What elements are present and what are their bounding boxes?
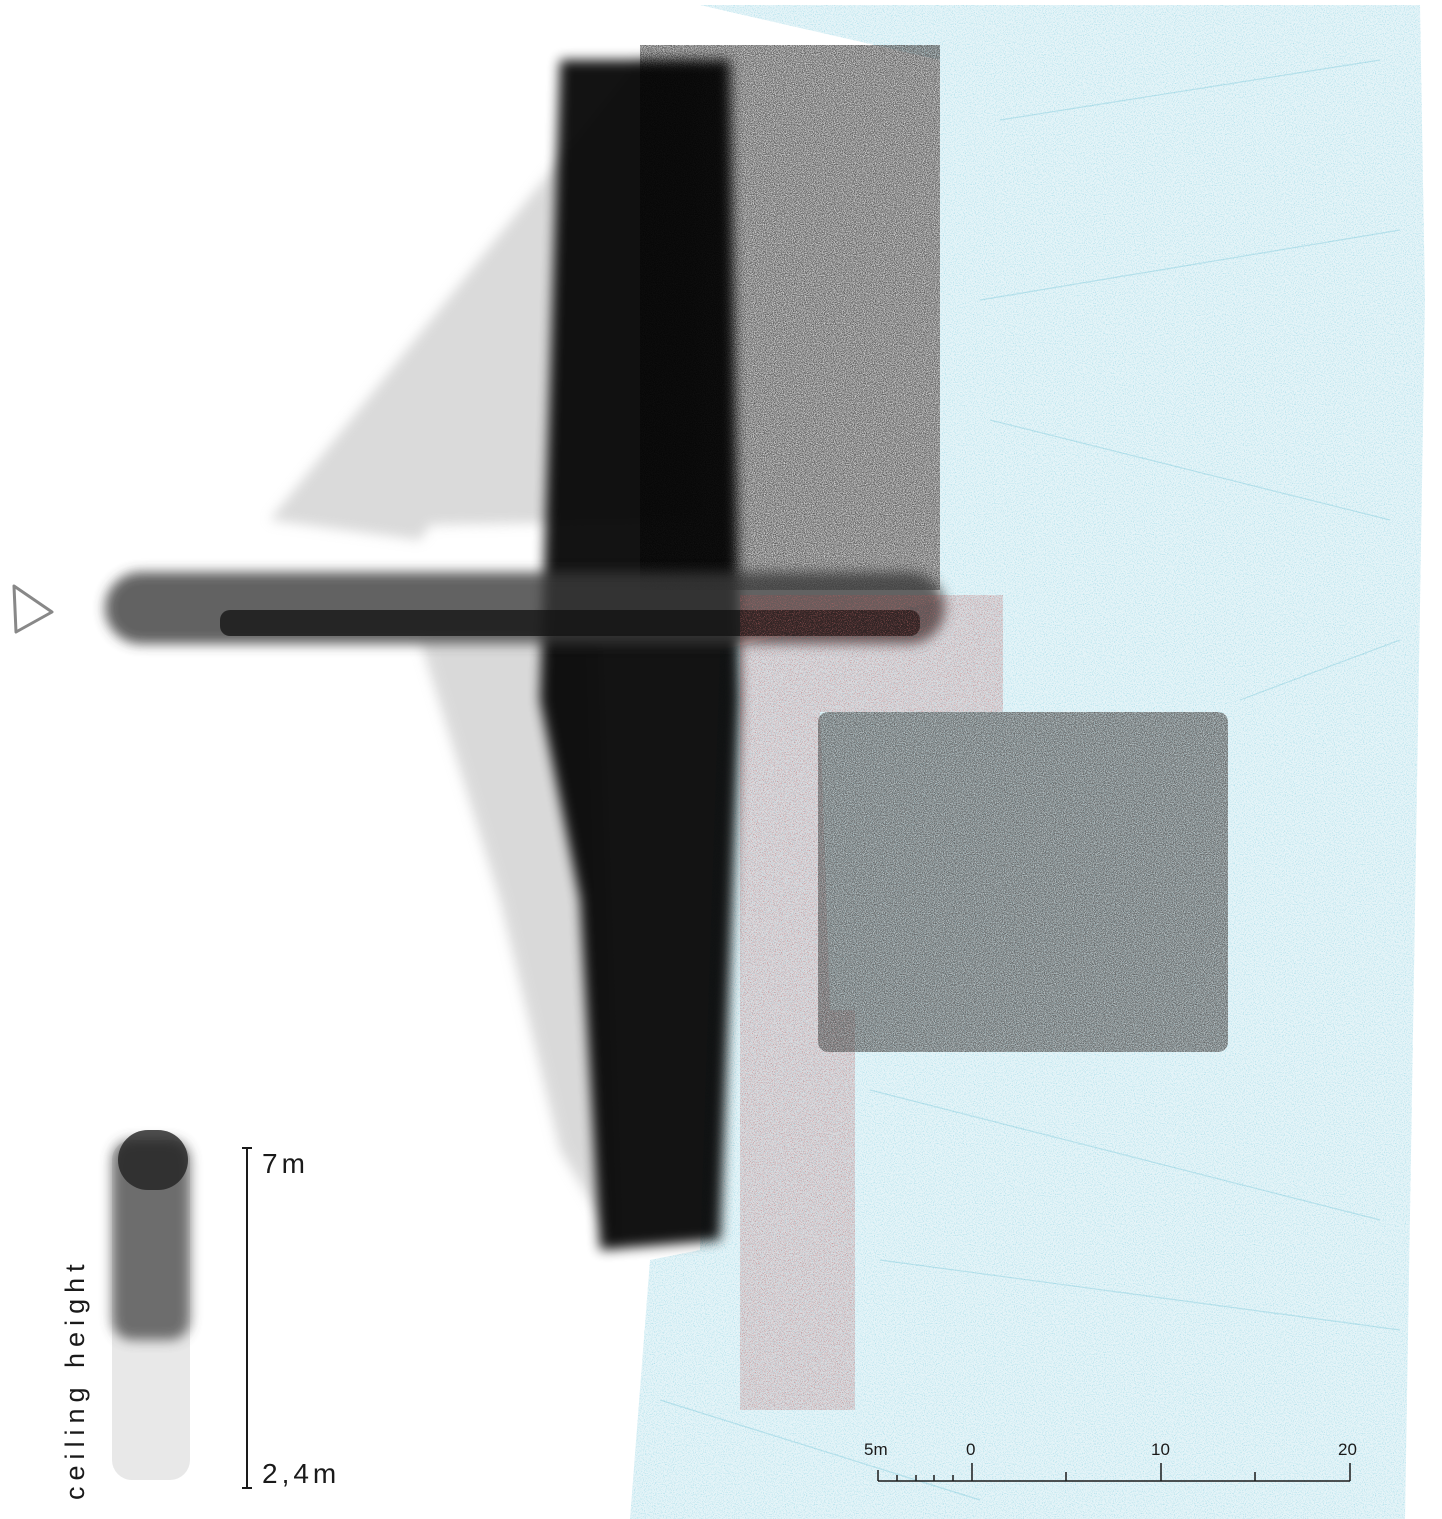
scale-label-20: 20 [1338, 1440, 1357, 1459]
ceiling-max-label: 7m [262, 1148, 309, 1179]
ceiling-height-sample [112, 1130, 190, 1480]
ceiling-height-title: ceiling height [60, 1258, 90, 1500]
triangle-outline-icon [12, 584, 54, 634]
scale-label-10: 10 [1151, 1440, 1170, 1459]
lower-building-mass [818, 712, 1228, 1052]
scale-bar [877, 1463, 1351, 1482]
vertical-corridor-mass [540, 60, 740, 1250]
red-zone [740, 595, 1003, 1410]
scale-label-0: 0 [966, 1440, 976, 1459]
ceiling-min-label: 2,4m [262, 1458, 341, 1489]
scale-label-5m: 5m [864, 1440, 888, 1459]
ceiling-height-axis [242, 1147, 252, 1489]
